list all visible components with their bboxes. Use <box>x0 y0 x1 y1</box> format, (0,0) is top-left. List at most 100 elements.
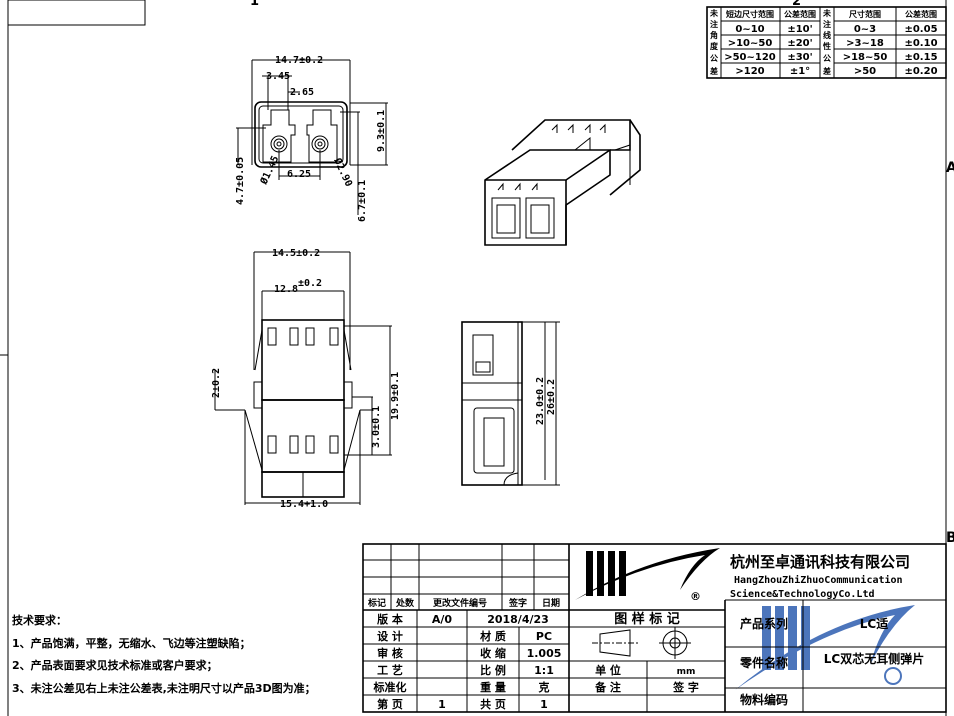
svg-text:审 核: 审 核 <box>377 646 403 660</box>
dim-top-length: 19.9±0.1 <box>390 372 401 420</box>
svg-text:LC双芯无耳侧弹片: LC双芯无耳侧弹片 <box>824 651 924 666</box>
svg-text:>3~18: >3~18 <box>846 38 884 49</box>
svg-text:±10': ±10' <box>787 24 812 35</box>
svg-text:比 例: 比 例 <box>480 663 506 677</box>
svg-text:收 缩: 收 缩 <box>480 646 506 660</box>
dim-side-length1: 23.0±0.2 <box>535 377 546 425</box>
company-name-cn: 杭州至卓通讯科技有限公司 <box>730 553 910 571</box>
top-view <box>214 251 392 505</box>
dim-front-pitch: 6.25 <box>287 169 311 180</box>
svg-text:LC适: LC适 <box>860 616 888 631</box>
dim-side-length2: 26±0.2 <box>546 379 557 415</box>
svg-text:2018/4/23: 2018/4/23 <box>487 613 549 626</box>
svg-text:设 计: 设 计 <box>377 629 403 643</box>
svg-text:未: 未 <box>822 8 831 18</box>
svg-text:版 本: 版 本 <box>377 612 403 626</box>
svg-text:材 质: 材 质 <box>480 629 506 643</box>
svg-text:1:1: 1:1 <box>534 664 554 677</box>
dim-top-inner-width-tol: ±0.2 <box>298 278 322 289</box>
company-name-en-2: Science&TechnologyCo.Ltd <box>730 588 875 600</box>
dim-top-inner-width: 12.8 <box>274 284 298 295</box>
registered-mark: ® <box>690 590 701 603</box>
zone-label-2: 2 <box>792 0 801 9</box>
dim-hole-1: Ø1.45 <box>257 154 281 187</box>
company-name-en-1: HangZhouZhiZhuoCommunication <box>734 574 903 586</box>
svg-text:0~3: 0~3 <box>854 24 876 35</box>
part-label: 零件名称 <box>739 655 788 670</box>
dim-hole-2: Ø2.90 <box>331 155 355 188</box>
technical-requirements: 技术要求： 1、产品饱满，平整，无缩水、飞边等注塑缺陷； 2、产品表面要求见技术… <box>12 610 316 700</box>
front-view <box>236 59 388 215</box>
svg-text:图 样 标 记: 图 样 标 记 <box>614 611 680 627</box>
svg-text:>50: >50 <box>854 66 876 77</box>
dim-front-right-height: 6.7±0.1 <box>357 180 368 222</box>
svg-text:物料编码: 物料编码 <box>740 692 788 707</box>
tolerance-rows: 0~10±10' >10~50±20' >50~120±30' >120±1° … <box>724 24 937 77</box>
note-item: 3、未注公差见右上未注公差表,未注明尺寸以产品3D图为准； <box>12 681 316 695</box>
svg-text:±0.10: ±0.10 <box>904 38 937 49</box>
dim-front-width: 14.7±0.2 <box>275 55 323 66</box>
svg-text:签 字: 签 字 <box>672 680 699 694</box>
svg-text:±1°: ±1° <box>790 66 810 77</box>
title-block-grid <box>362 543 947 713</box>
svg-text:差: 差 <box>822 66 831 76</box>
svg-text:单 位: 单 位 <box>595 663 621 677</box>
svg-text:注: 注 <box>823 19 831 29</box>
svg-text:>50~120: >50~120 <box>724 52 776 63</box>
svg-text:公差范围: 公差范围 <box>905 9 937 19</box>
svg-text:标记: 标记 <box>367 597 386 609</box>
projection-symbol-icon <box>592 627 691 659</box>
svg-text:±20': ±20' <box>787 38 812 49</box>
svg-text:度: 度 <box>710 41 719 51</box>
svg-text:重 量: 重 量 <box>480 680 506 694</box>
svg-text:A/0: A/0 <box>432 613 453 626</box>
svg-text:>10~50: >10~50 <box>728 38 773 49</box>
note-item: 1、产品饱满，平整，无缩水、飞边等注塑缺陷； <box>12 636 251 650</box>
svg-text:公差范围: 公差范围 <box>784 9 816 19</box>
svg-text:1: 1 <box>540 698 548 711</box>
svg-text:线: 线 <box>823 30 831 40</box>
dim-front-left-height: 4.7±0.05 <box>235 157 246 205</box>
svg-text:工 艺: 工 艺 <box>377 663 403 677</box>
svg-text:0~10: 0~10 <box>735 24 764 35</box>
svg-text:共 页: 共 页 <box>480 697 506 711</box>
tolerance-table <box>706 6 947 79</box>
dim-front-345: 3.45 <box>266 71 290 82</box>
svg-text:±30': ±30' <box>787 52 812 63</box>
note-item: 2、产品表面要求见技术标准或客户要求； <box>12 659 218 672</box>
svg-text:>18~50: >18~50 <box>843 52 888 63</box>
zone-label-1: 1 <box>250 0 259 9</box>
dim-front-height: 9.3±0.1 <box>376 110 387 152</box>
svg-text:未: 未 <box>709 8 718 18</box>
svg-text:±0.05: ±0.05 <box>904 24 937 35</box>
dim-top-bottom-width: 15.4+1.0 <box>280 499 328 510</box>
dim-top-outer-width: 14.5±0.2 <box>272 248 320 259</box>
title-block-fields: 版 本 A/0 2018/4/23 设 计 材 质 PC 审 核 收 缩 1.0… <box>373 611 925 711</box>
linear-tolerance-label: 未 注 线 性 公 差 <box>822 8 831 76</box>
svg-text:>120: >120 <box>735 66 764 77</box>
series-label: 产品系列 <box>740 616 788 631</box>
svg-text:性: 性 <box>823 41 831 51</box>
svg-text:公: 公 <box>823 54 831 63</box>
svg-text:尺寸范围: 尺寸范围 <box>849 9 881 19</box>
svg-text:±0.20: ±0.20 <box>904 66 937 77</box>
notes-title: 技术要求： <box>12 614 67 627</box>
svg-text:±0.15: ±0.15 <box>904 52 937 63</box>
svg-text:注: 注 <box>710 19 718 29</box>
svg-text:处数: 处数 <box>395 597 415 609</box>
svg-text:1: 1 <box>438 698 446 711</box>
svg-text:标准化: 标准化 <box>373 680 407 694</box>
svg-text:1.005: 1.005 <box>527 647 562 660</box>
dim-top-spring: 3.0±0.1 <box>371 406 382 448</box>
svg-text:签字: 签字 <box>508 597 527 609</box>
side-view <box>461 321 560 486</box>
angle-tolerance-label: 未 注 角 度 公 差 <box>709 8 719 76</box>
isometric-view <box>484 119 641 246</box>
svg-text:日期: 日期 <box>542 597 560 609</box>
svg-text:公: 公 <box>710 54 718 63</box>
svg-text:备 注: 备 注 <box>594 680 621 694</box>
svg-text:克: 克 <box>539 680 550 694</box>
zone-label-b: B <box>946 530 954 546</box>
svg-text:mm: mm <box>677 667 696 677</box>
